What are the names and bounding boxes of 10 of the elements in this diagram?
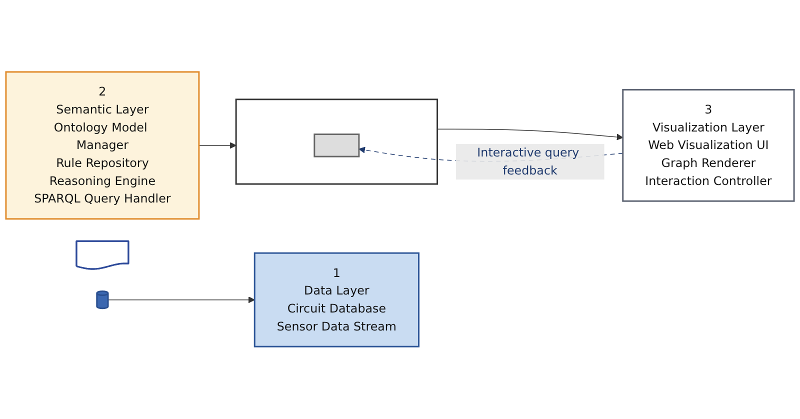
- arrow: [436, 128, 624, 141]
- node-box: 1 Data Layer Circuit Database Sensor Data Stream: [254, 252, 420, 348]
- node-box: 2 Semantic Layer Ontology Model Manager Rule Repository Reasoning Engine SPARQL Query Handler: [5, 71, 200, 220]
- arrow: [108, 296, 255, 304]
- node-cylinder: [96, 290, 109, 310]
- edge-label: Interactive query feedback: [477, 146, 580, 178]
- node-box: 3 Visualization Layer Web Visualization UI Graph Renderer Interaction Controller: [622, 89, 795, 202]
- arrow: [198, 142, 236, 149]
- node-monitor: [314, 134, 360, 158]
- cluster: [235, 98, 438, 185]
